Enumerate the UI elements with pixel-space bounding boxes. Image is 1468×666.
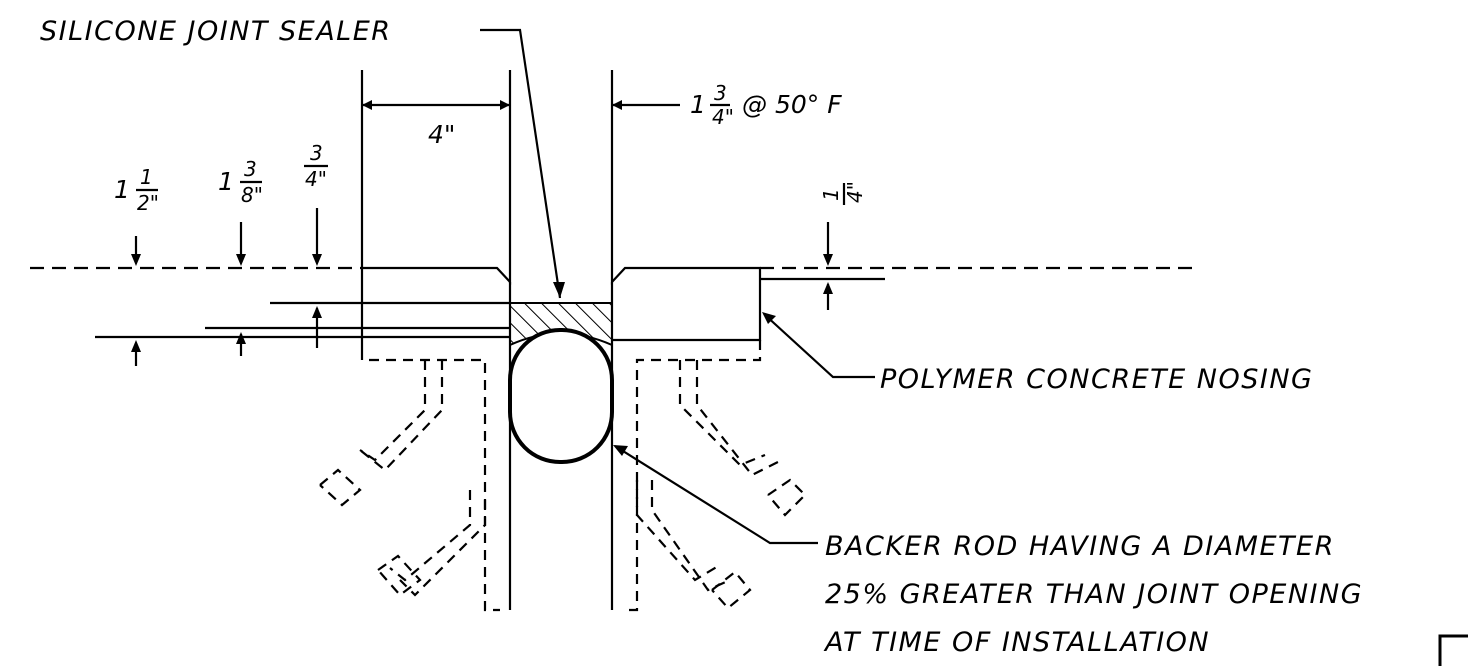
dimension-label-b: 1 3 8": [218, 157, 263, 207]
dimension-label-c: 3 4": [304, 141, 328, 191]
svg-text:1: 1: [218, 167, 234, 196]
backer-rod-label-line1: BACKER ROD HAVING A DIAMETER: [825, 531, 1335, 562]
svg-text:4": 4": [843, 181, 867, 203]
svg-text:@ 50° F: @ 50° F: [742, 90, 842, 119]
border-corner: [1438, 634, 1468, 666]
leader-lines: [480, 28, 875, 545]
recess-dimension: [760, 222, 885, 310]
svg-text:1: 1: [819, 188, 843, 201]
backer-rod: [508, 328, 614, 464]
width-label: 4": [428, 120, 455, 149]
dimension-label-d: 1 4": [819, 181, 867, 205]
backer-rod-label-line2: 25% GREATER THAN JOINT OPENING: [825, 579, 1363, 610]
svg-text:1: 1: [690, 90, 706, 119]
svg-text:1: 1: [114, 175, 130, 204]
svg-text:3: 3: [244, 157, 257, 181]
width-dimension: [362, 100, 510, 110]
left-nosing: [319, 70, 512, 612]
opening-dimension: [612, 100, 680, 110]
svg-text:4": 4": [712, 105, 734, 129]
polymer-nosing-label: POLYMER CONCRETE NOSING: [880, 364, 1313, 395]
backer-rod-label-line3: AT TIME OF INSTALLATION: [823, 627, 1210, 658]
svg-text:3: 3: [310, 141, 323, 165]
svg-text:8": 8": [241, 183, 263, 207]
svg-text:2": 2": [137, 191, 159, 215]
svg-text:1: 1: [140, 165, 153, 189]
right-nosing: [610, 70, 807, 612]
svg-text:3: 3: [714, 81, 727, 105]
depth-dimension-lines: [95, 208, 510, 366]
svg-text:4": 4": [305, 167, 327, 191]
dimension-label-a: 1 1 2": [114, 165, 159, 215]
opening-label: 1 3 4" @ 50° F: [690, 81, 842, 129]
silicone-sealer-label: SILICONE JOINT SEALER: [40, 16, 392, 47]
